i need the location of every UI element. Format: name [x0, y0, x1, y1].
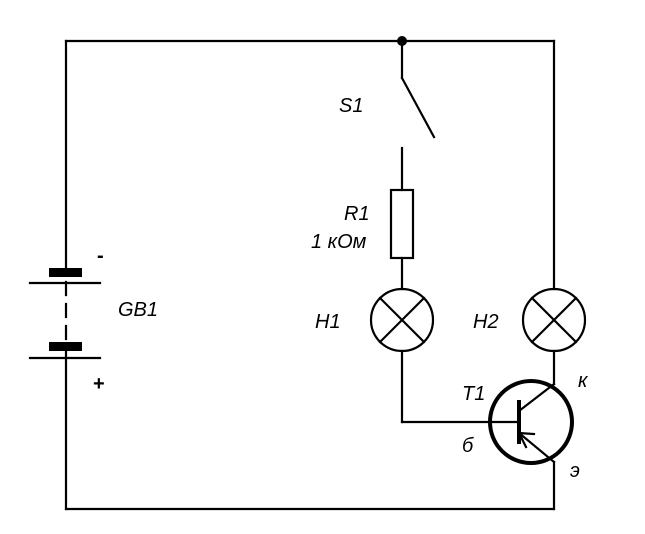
transistor-t1: T1 б к э	[462, 370, 589, 482]
lamp-h1-label: H1	[315, 311, 341, 333]
battery-cell-1-short-plate	[49, 268, 82, 277]
resistor-r1: R1 1 кОм	[311, 188, 415, 260]
transistor-collector-label: к	[578, 370, 589, 392]
transistor-label: T1	[462, 383, 485, 405]
battery-label: GB1	[118, 299, 158, 321]
battery-gb1: GB1 - +	[28, 245, 158, 395]
switch-label: S1	[339, 95, 363, 117]
lamp-h2: H2	[473, 287, 587, 353]
emitter-arrow-icon	[517, 431, 536, 449]
battery-cell-2-short-plate	[49, 342, 82, 351]
junction-dot	[397, 36, 407, 46]
wires	[64, 36, 556, 511]
resistor-value: 1 кОм	[311, 231, 367, 253]
switch-s1: S1	[339, 76, 436, 139]
transistor-base-label: б	[462, 435, 474, 457]
transistor-emitter-label: э	[570, 460, 580, 482]
lamp-h1: H1	[315, 287, 435, 353]
transistor-emitter-lead	[517, 431, 556, 464]
battery-plus-sign: +	[93, 373, 105, 395]
transistor-collector-lead	[517, 382, 556, 413]
switch-blade	[400, 76, 436, 139]
resistor-body	[389, 188, 415, 260]
lamp-h1-cross-b	[378, 296, 426, 344]
transistor-envelope	[488, 379, 574, 465]
battery-minus-sign: -	[97, 245, 104, 267]
lamp-h2-cross-b	[530, 296, 578, 344]
lamp-h2-circle	[521, 287, 587, 353]
lamp-h1-circle	[369, 287, 435, 353]
lamp-h2-label: H2	[473, 311, 499, 333]
resistor-label: R1	[344, 203, 370, 225]
